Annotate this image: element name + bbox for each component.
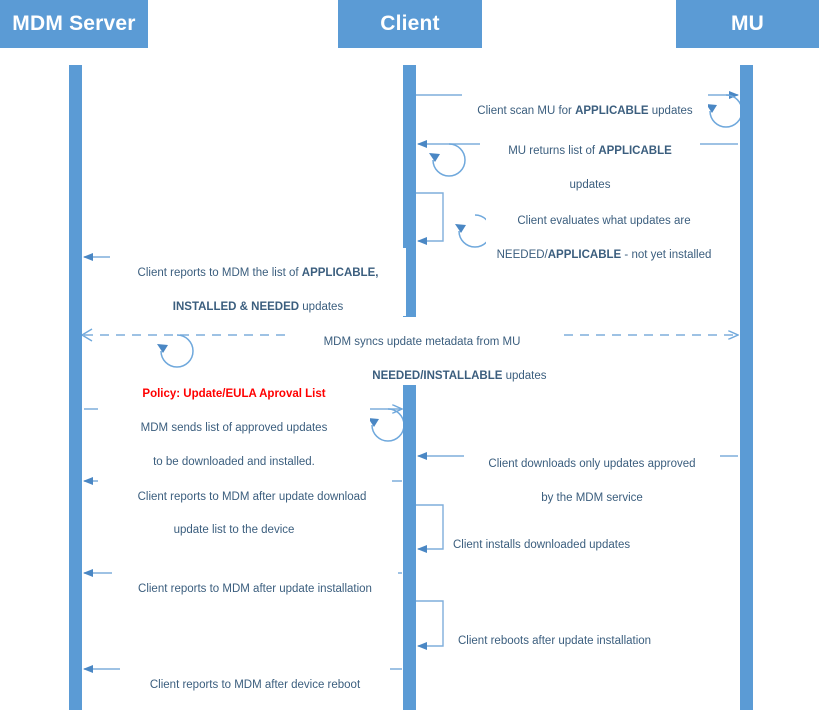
activation-bar-client-2 xyxy=(403,385,416,710)
message-text-m6-line1: MDM sends list of approved updates xyxy=(140,422,328,434)
message-text-m6-line2: to be downloaded and installed. xyxy=(153,456,315,468)
message-text-m7-line2: by the MDM service xyxy=(541,492,643,504)
activation-bar-client-1 xyxy=(403,65,416,285)
loop-icon-m6 xyxy=(368,408,405,442)
message-label-m6: Policy: Update/EULA Aproval List MDM sen… xyxy=(98,369,370,539)
actor-label-mu: MU xyxy=(730,12,765,35)
loop-icon-m5 xyxy=(157,334,194,368)
message-label-m9: Client installs downloaded updates xyxy=(450,520,656,554)
message-text-m4-line1: Client reports to MDM the list of APPLIC… xyxy=(137,267,379,279)
message-text-m4-line2: INSTALLED & NEEDED updates xyxy=(172,301,344,313)
message-self-m9 xyxy=(416,504,444,553)
message-text-m11: Client reboots after update installation xyxy=(458,635,652,647)
message-text-m5-line1: MDM syncs update metadata from MU xyxy=(323,336,521,348)
loop-icon-m2 xyxy=(429,143,466,177)
message-label-m1: Client scan MU for APPLICABLE updates xyxy=(462,86,708,120)
actor-header-mu: MU xyxy=(676,0,819,48)
message-text-m8: Client reports to MDM after update downl… xyxy=(137,491,367,503)
actor-header-client: Client xyxy=(338,0,482,48)
message-text-m2-line1: MU returns list of APPLICABLE xyxy=(508,145,672,157)
policy-label-m6: Policy: Update/EULA Aproval List xyxy=(142,388,326,400)
activation-bar-mu-1 xyxy=(740,65,753,710)
message-text-m3-line1: Client evaluates what updates are xyxy=(517,215,691,227)
message-text-m2-line2: updates xyxy=(569,179,611,191)
message-text-m9: Client installs downloaded updates xyxy=(453,539,631,551)
message-self-m3 xyxy=(416,192,444,245)
message-text-m12: Client reports to MDM after device reboo… xyxy=(149,679,361,691)
message-text-m3-line2: NEEDED/APPLICABLE - not yet installed xyxy=(496,249,712,261)
message-text-m10: Client reports to MDM after update insta… xyxy=(138,583,372,595)
message-label-m10: Client reports to MDM after update insta… xyxy=(112,564,398,598)
message-label-m2: MU returns list of APPLICABLE updates xyxy=(480,126,700,194)
message-text-m6-line4: update list to the device xyxy=(173,524,295,536)
message-label-m7: Client downloads only updates approved b… xyxy=(464,439,720,507)
actor-label-client: Client xyxy=(380,12,440,35)
message-text-m1: Client scan MU for APPLICABLE updates xyxy=(477,105,693,117)
actor-header-mdm: MDM Server xyxy=(0,0,148,48)
message-label-m3: Client evaluates what updates are NEEDED… xyxy=(486,196,722,264)
loop-icon-m1 xyxy=(706,94,743,128)
message-label-m4: Client reports to MDM the list of APPLIC… xyxy=(110,248,406,316)
message-label-m12: Client reports to MDM after device reboo… xyxy=(120,660,390,694)
message-text-m7-line1: Client downloads only updates approved xyxy=(488,458,696,470)
lifeline-mdm xyxy=(69,65,82,710)
message-self-m11 xyxy=(416,600,444,650)
message-label-m8: Client reports to MDM after update downl… xyxy=(112,472,392,506)
actor-label-mdm: MDM Server xyxy=(12,12,136,35)
message-label-m11: Client reboots after update installation xyxy=(455,616,681,650)
